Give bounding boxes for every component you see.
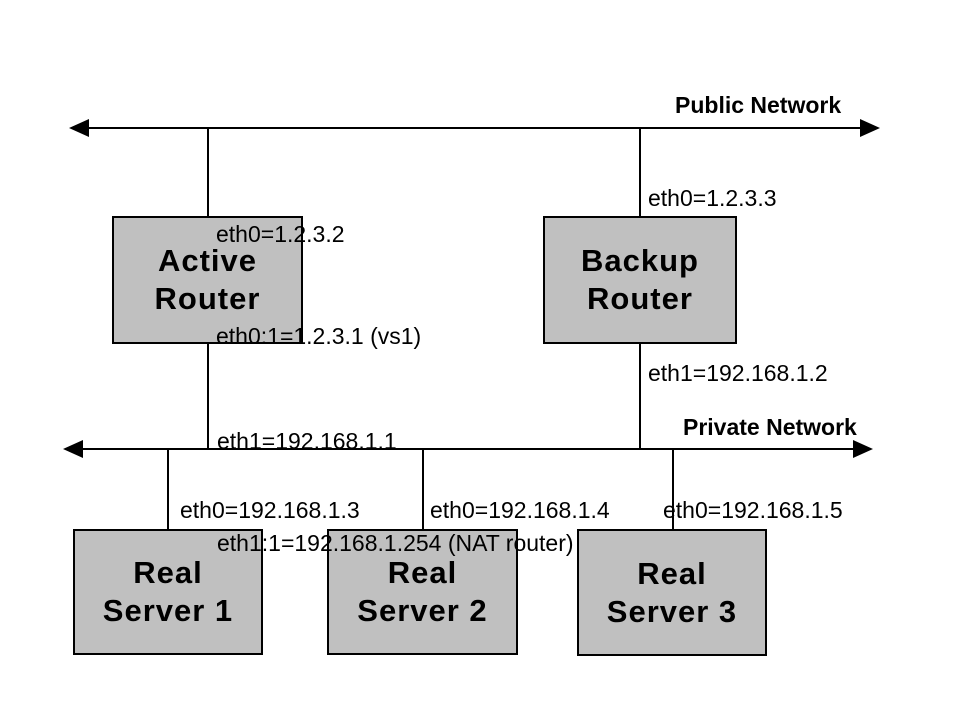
real-server-1-label-line1: Real: [133, 555, 203, 590]
active-router-label-line1: Active: [157, 243, 258, 278]
private-network-line: [66, 448, 858, 450]
connector-active-router-to-private: [207, 343, 209, 449]
active-router-public-interfaces: eth0=1.2.3.2 eth0:1=1.2.3.1 (vs1): [216, 149, 421, 421]
real-server-2-label-line2: Server 2: [357, 593, 488, 628]
public-network-arrow-right-icon: [860, 119, 880, 137]
real-server-3-box: Real Server 3: [577, 529, 767, 656]
connector-backup-router-to-private: [639, 343, 641, 449]
public-network-arrow-left-icon: [69, 119, 89, 137]
real-server-2-box: Real Server 2: [327, 529, 518, 655]
backup-router-label-line1: Backup: [581, 243, 699, 278]
active-router-label-line2: Router: [154, 281, 261, 316]
real-server-1-box: Real Server 1: [73, 529, 263, 655]
connector-real-server-1: [167, 449, 169, 530]
backup-router-eth0-label: eth0=1.2.3.3: [648, 185, 777, 211]
backup-router-label-line2: Router: [587, 281, 693, 316]
connector-backup-router-to-public: [639, 128, 641, 217]
backup-router-box: Backup Router: [543, 216, 737, 344]
real-server-1-eth0-label: eth0=192.168.1.3: [180, 497, 360, 523]
real-server-1-label-line2: Server 1: [102, 593, 234, 628]
public-network-label: Public Network: [675, 92, 842, 118]
backup-router-eth1-label: eth1=192.168.1.2: [648, 360, 828, 386]
real-server-2-label-line1: Real: [387, 555, 458, 590]
active-router-eth0-1-label: eth0:1=1.2.3.1 (vs1): [216, 323, 422, 349]
private-network-arrow-left-icon: [63, 440, 83, 458]
connector-real-server-3: [672, 449, 674, 530]
active-router-eth1-label: eth1=192.168.1.1: [217, 428, 397, 454]
real-server-3-label-line2: Server 3: [606, 593, 738, 629]
private-network-label: Private Network: [683, 414, 857, 440]
active-router-eth1-1-label: eth1:1=192.168.1.254 (NAT router): [217, 530, 574, 556]
active-router-private-interfaces: eth1=192.168.1.1 eth1:1=192.168.1.254 (N…: [217, 356, 574, 628]
active-router-box: Active Router: [112, 216, 303, 344]
active-router-eth0-label: eth0=1.2.3.2: [216, 221, 345, 247]
real-server-3-eth0-label: eth0=192.168.1.5: [663, 497, 843, 523]
real-server-3-label-line1: Real: [637, 555, 707, 591]
real-server-2-eth0-label: eth0=192.168.1.4: [430, 497, 610, 523]
connector-real-server-2: [422, 449, 424, 530]
private-network-arrow-right-icon: [853, 440, 873, 458]
connector-active-router-to-public: [207, 128, 209, 217]
public-network-line: [72, 127, 864, 129]
